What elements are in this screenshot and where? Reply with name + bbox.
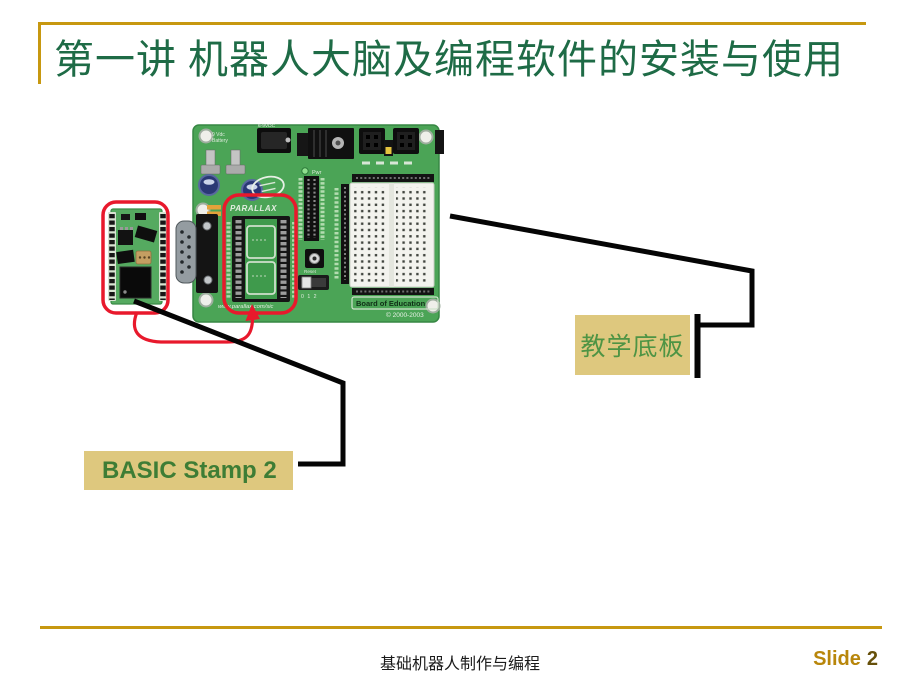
reset-button: [305, 249, 324, 268]
battery-label-line2: Battery: [212, 138, 228, 144]
title-accent-line-top: [38, 22, 866, 25]
title-accent-line-left: [38, 22, 41, 84]
power-led: [301, 167, 309, 175]
baseboard-callout-label: 教学底板: [575, 315, 690, 375]
slide-number-label: Slide: [813, 648, 861, 670]
slide-title: 第一讲 机器人大脑及编程软件的安装与使用: [54, 37, 844, 82]
mounting-hole: [198, 292, 214, 308]
stamp-callout-label: BASIC Stamp 2: [84, 451, 293, 490]
battery-label-line1: 9 Vdc: [212, 132, 225, 138]
mounting-hole: [418, 129, 434, 145]
parallax-url: www.parallax.com/sic: [218, 304, 274, 310]
voltage-regulator: [297, 128, 354, 159]
stamp-label-text: BASIC Stamp 2: [102, 456, 277, 484]
stamp-in-class-oval: [251, 175, 285, 199]
board-copyright: © 2000-2003: [386, 311, 424, 319]
resistor: [207, 205, 221, 210]
parallax-logo: PARALLAX: [230, 204, 277, 213]
resistor: [207, 211, 221, 216]
baseboard-label-text: 教学底板: [580, 334, 685, 361]
basic-stamp-module-photo: [108, 208, 167, 305]
name-plate-frame: [351, 296, 439, 310]
servo-port: [393, 128, 419, 154]
board-name-plate: Board of Education: [356, 299, 426, 308]
edge-connector: [435, 130, 444, 154]
red-arrow: [132, 304, 260, 344]
board-of-education-photo: 9 Vdc Battery 6-9VDC: [175, 123, 444, 323]
footer-divider-line: [40, 626, 882, 629]
power-select-jumper: [384, 140, 393, 156]
mounting-hole: [198, 128, 214, 144]
red-highlight-socket: [222, 193, 298, 315]
breadboard: [334, 174, 435, 295]
pwr-label: Pwr: [312, 170, 322, 176]
slide-number-value: 2: [866, 648, 878, 670]
switch-positions-label: 0 1 2: [301, 294, 318, 300]
power-jack: [257, 128, 291, 153]
power-switch: [298, 275, 329, 290]
db9-serial-connector: [175, 214, 218, 293]
callout-line-stamp: [133, 298, 346, 467]
app-mod-header: [298, 176, 325, 241]
callout-line-baseboard: [449, 213, 755, 378]
power-jack-label: 6-9VDC: [258, 123, 276, 129]
reset-label: Reset: [304, 269, 317, 274]
servo-port: [359, 128, 385, 154]
footer-course-title: 基础机器人制作与编程: [379, 656, 540, 673]
stamp-socket: [226, 216, 296, 302]
battery-clips: [200, 149, 246, 175]
